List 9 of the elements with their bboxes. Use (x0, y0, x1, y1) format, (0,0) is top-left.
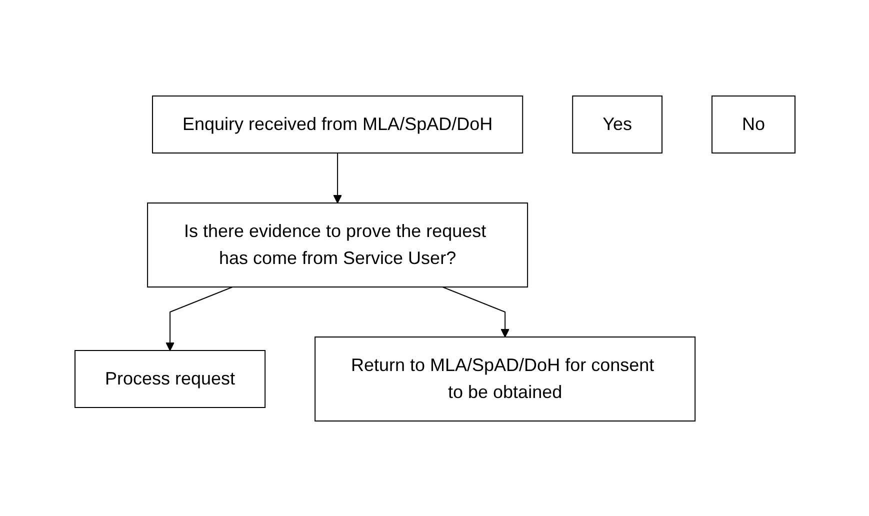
node-box: Return to MLA/SpAD/DoH for consent to be obtained (314, 336, 696, 421)
arrow (165, 286, 233, 350)
arrow (442, 286, 509, 337)
node-box: Enquiry received from MLA/SpAD/DoH (151, 95, 523, 153)
node-box: Yes (572, 95, 662, 153)
node-box: Is there evidence to prove the request has come from Service User? (146, 202, 528, 287)
arrow (332, 152, 342, 203)
node-box: Process request (74, 350, 266, 408)
node-box: No (710, 95, 795, 153)
